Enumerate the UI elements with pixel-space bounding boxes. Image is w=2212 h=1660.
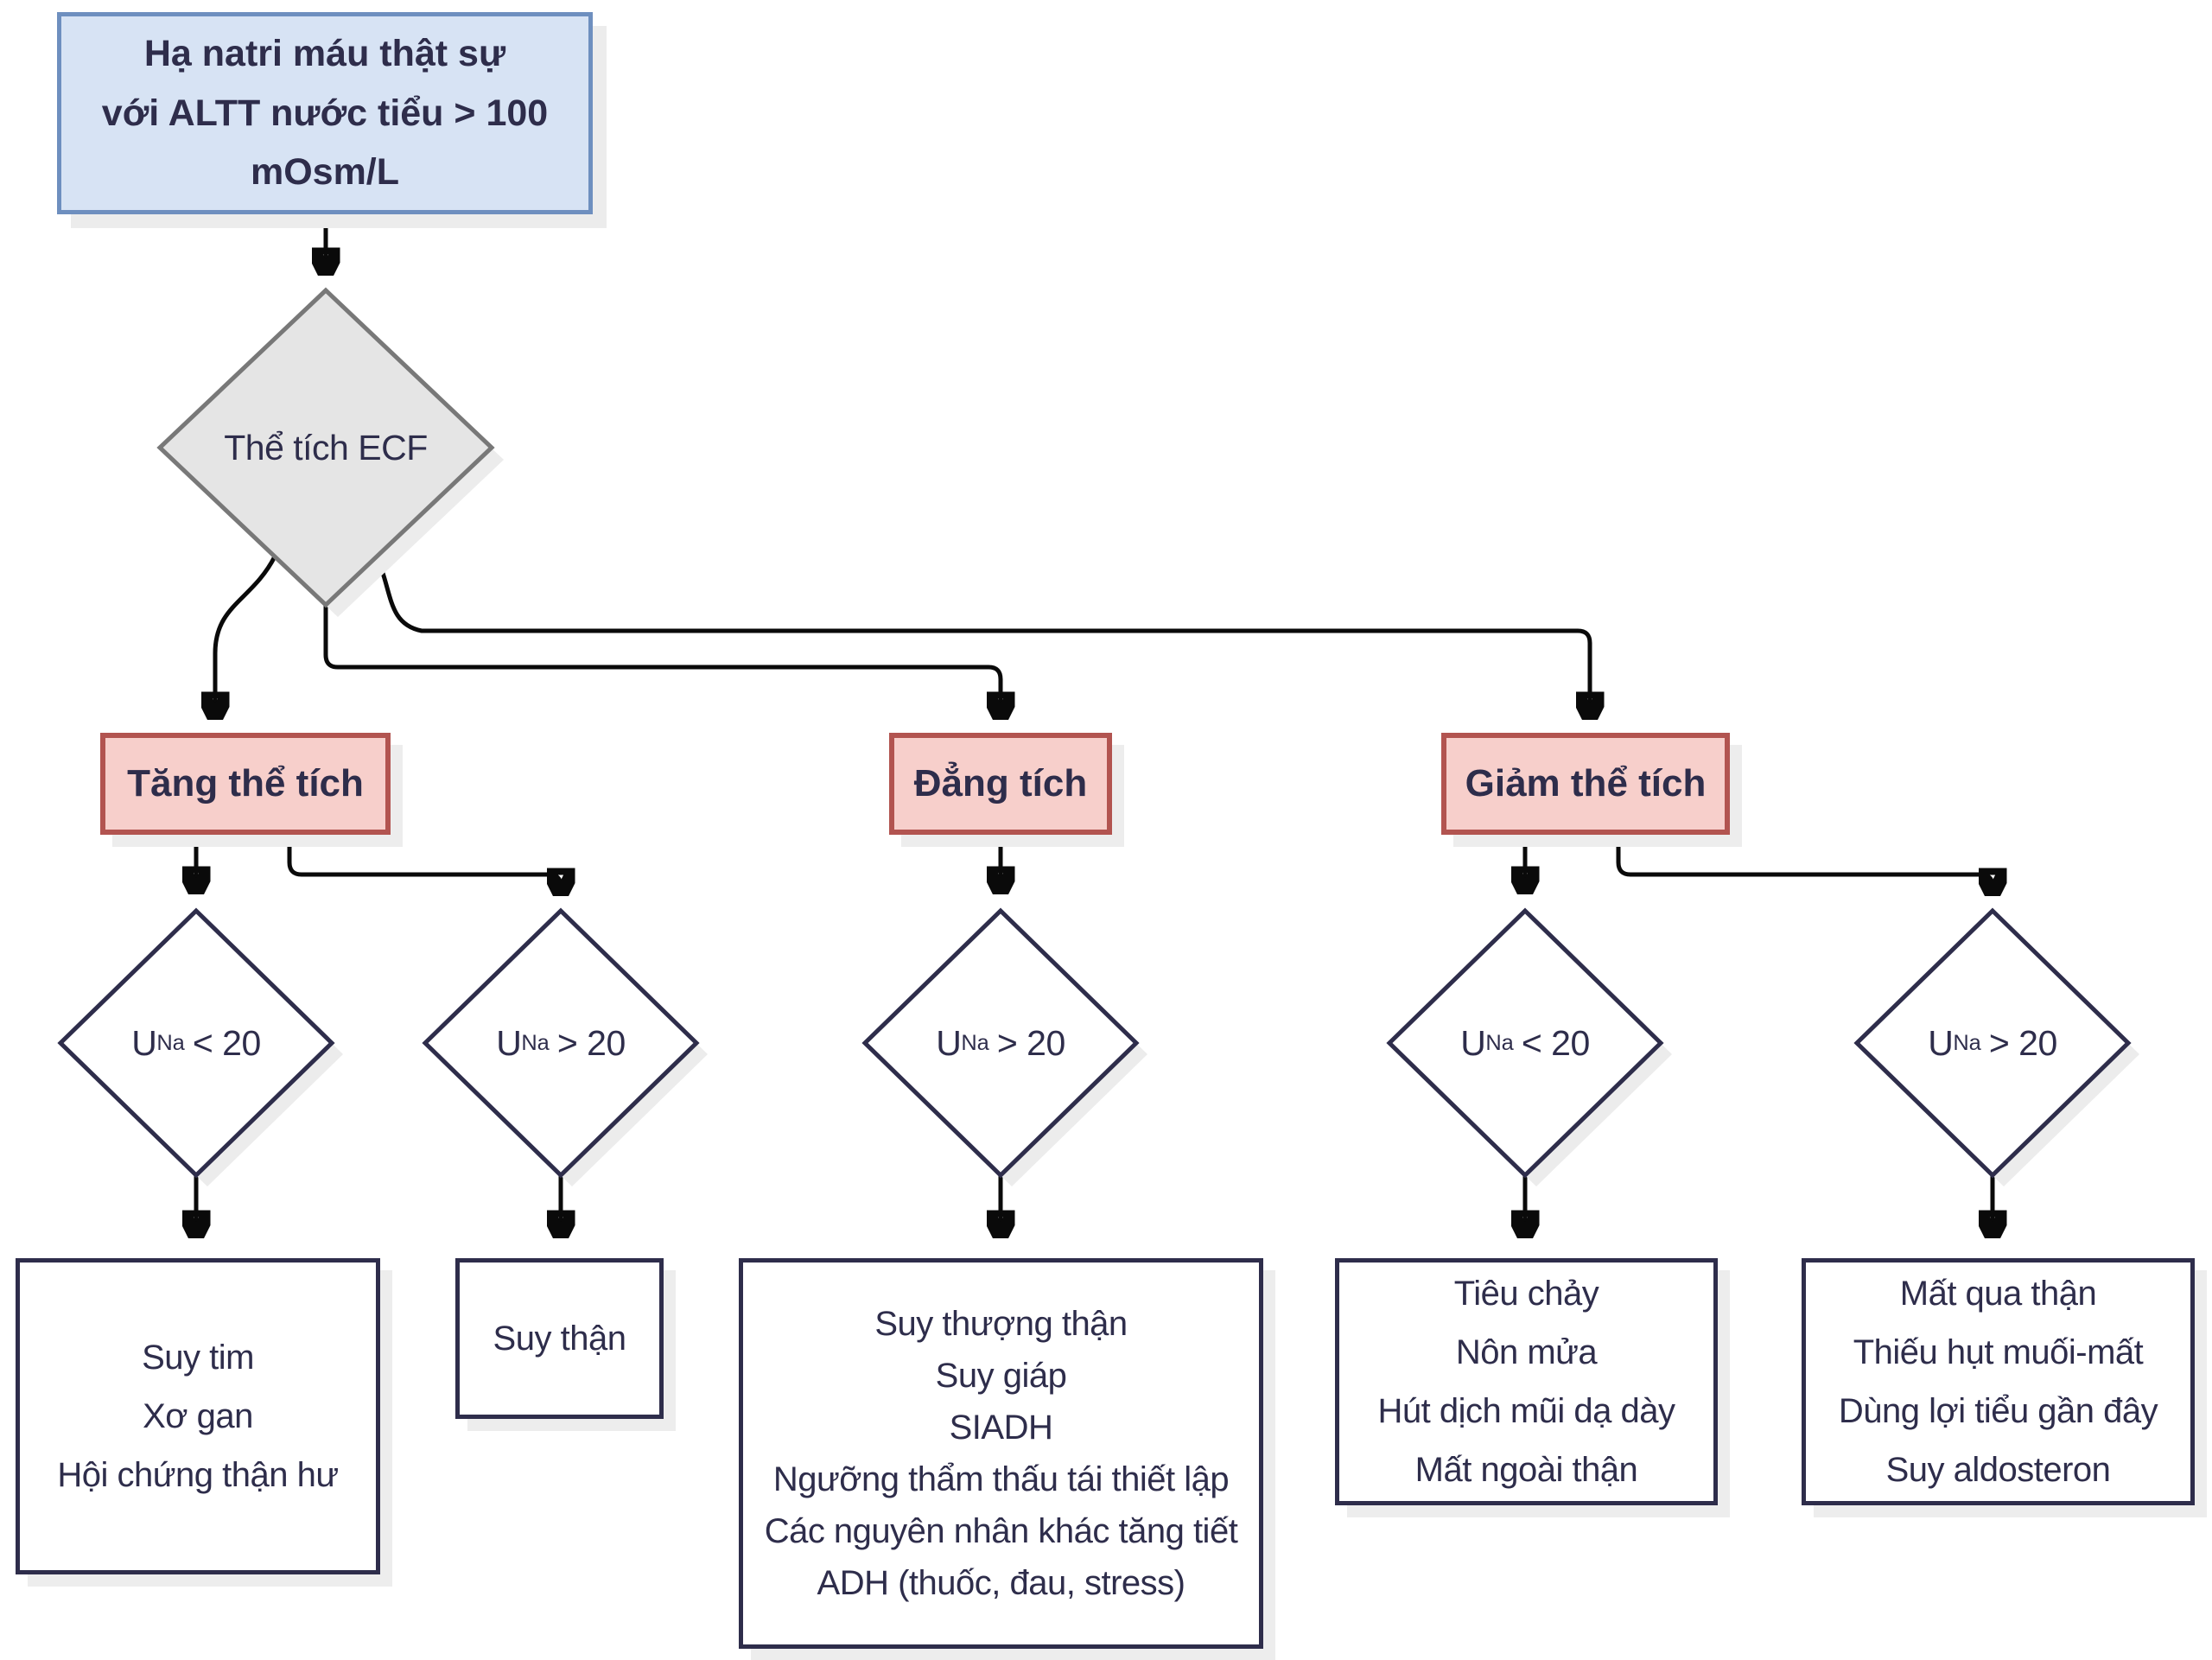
una-subscript: Na (1953, 1030, 1981, 1055)
arrow-ecf-to-euvolemic (323, 605, 1001, 716)
decision-diamond-shape (1853, 907, 2139, 1186)
outcome-line: Dùng lợi tiểu gần đây (1838, 1392, 2158, 1430)
una-comparison: > 20 (996, 1022, 1065, 1063)
outcome-line: Xơ gan (143, 1397, 253, 1435)
una-comparison: < 20 (192, 1022, 261, 1063)
outcome-line: Mất qua thận (1899, 1275, 2097, 1313)
arrow-ecf-to-hypovolemic (374, 555, 1590, 716)
una-symbol: U (936, 1022, 962, 1063)
arrow-ecf-to-hypervolemic (215, 555, 277, 716)
root-box: Hạ natri máu thật sự với ALTT nước tiểu … (57, 12, 593, 214)
ecf-decision-label: Thể tích ECF (224, 427, 428, 467)
outcome-line: Mất ngoài thận (1414, 1451, 1638, 1489)
ecf-diamond-shape (156, 287, 504, 617)
outcome-line: Suy thận (493, 1320, 626, 1358)
branch-label: Tăng thể tích (127, 762, 364, 805)
outcome-line: Tiêu chảy (1453, 1275, 1599, 1313)
una-symbol: U (496, 1022, 522, 1063)
una-symbol: U (1460, 1022, 1486, 1063)
decision-diamond-shape (422, 907, 708, 1186)
branch-label: Giảm thể tích (1465, 762, 1707, 805)
branch-box-euvolemic: Đẳng tích (889, 733, 1112, 835)
una-comparison: > 20 (1988, 1022, 2057, 1063)
una-comparison: < 20 (1521, 1022, 1590, 1063)
decision-diamond-shape (1386, 907, 1672, 1186)
outcome-line: Ngưỡng thẩm thấu tái thiết lập (772, 1460, 1230, 1498)
outcome-line: Hút dịch mũi dạ dày (1377, 1392, 1675, 1430)
una-comparison: > 20 (556, 1022, 626, 1063)
outcome-box-3: Suy thượng thận Suy giáp SIADH Ngưỡng th… (739, 1258, 1263, 1649)
outcome-line: Các nguyên nhân khác tăng tiết ADH (thuố… (764, 1512, 1238, 1602)
branch-box-hypervolemic: Tăng thể tích (100, 733, 391, 835)
outcome-box-1: Suy tim Xơ gan Hội chứng thận hư (16, 1258, 380, 1574)
outcome-line: Nôn mửa (1455, 1333, 1598, 1371)
decision-diamond-shape (861, 907, 1147, 1186)
outcome-line: Suy thượng thận (874, 1305, 1128, 1343)
outcome-line: SIADH (949, 1409, 1053, 1447)
outcome-line: Suy tim (142, 1339, 254, 1377)
outcome-box-4: Tiêu chảy Nôn mửa Hút dịch mũi dạ dày Mấ… (1335, 1258, 1718, 1505)
arrow-hypervolemic-to-una2 (287, 836, 561, 892)
una-subscript: Na (1485, 1030, 1514, 1055)
ecf-volume-decision: Thể tích ECF (156, 287, 504, 617)
una-subscript: Na (521, 1030, 550, 1055)
una-subscript: Na (961, 1030, 989, 1055)
outcome-line: Thiếu hụt muối-mất (1853, 1333, 2144, 1371)
root-box-line: mOsm/L (250, 151, 400, 194)
outcome-line: Suy giáp (935, 1357, 1067, 1395)
outcome-line: Hội chứng thận hư (57, 1456, 339, 1494)
arrow-hypovolemic-to-una5 (1616, 836, 1993, 892)
outcome-box-2: Suy thận (455, 1258, 664, 1419)
decision-diamond-shape (57, 907, 343, 1186)
branch-box-hypovolemic: Giảm thể tích (1441, 733, 1730, 835)
una-symbol: U (1928, 1022, 1954, 1063)
root-box-line: Hạ natri máu thật sự (143, 32, 506, 74)
root-box-line: với ALTT nước tiểu > 100 (101, 92, 549, 134)
una-subscript: Na (156, 1030, 185, 1055)
outcome-line: Suy aldosteron (1885, 1451, 2111, 1489)
outcome-box-5: Mất qua thận Thiếu hụt muối-mất Dùng lợi… (1802, 1258, 2195, 1505)
branch-label: Đẳng tích (913, 762, 1088, 805)
una-symbol: U (131, 1022, 157, 1063)
